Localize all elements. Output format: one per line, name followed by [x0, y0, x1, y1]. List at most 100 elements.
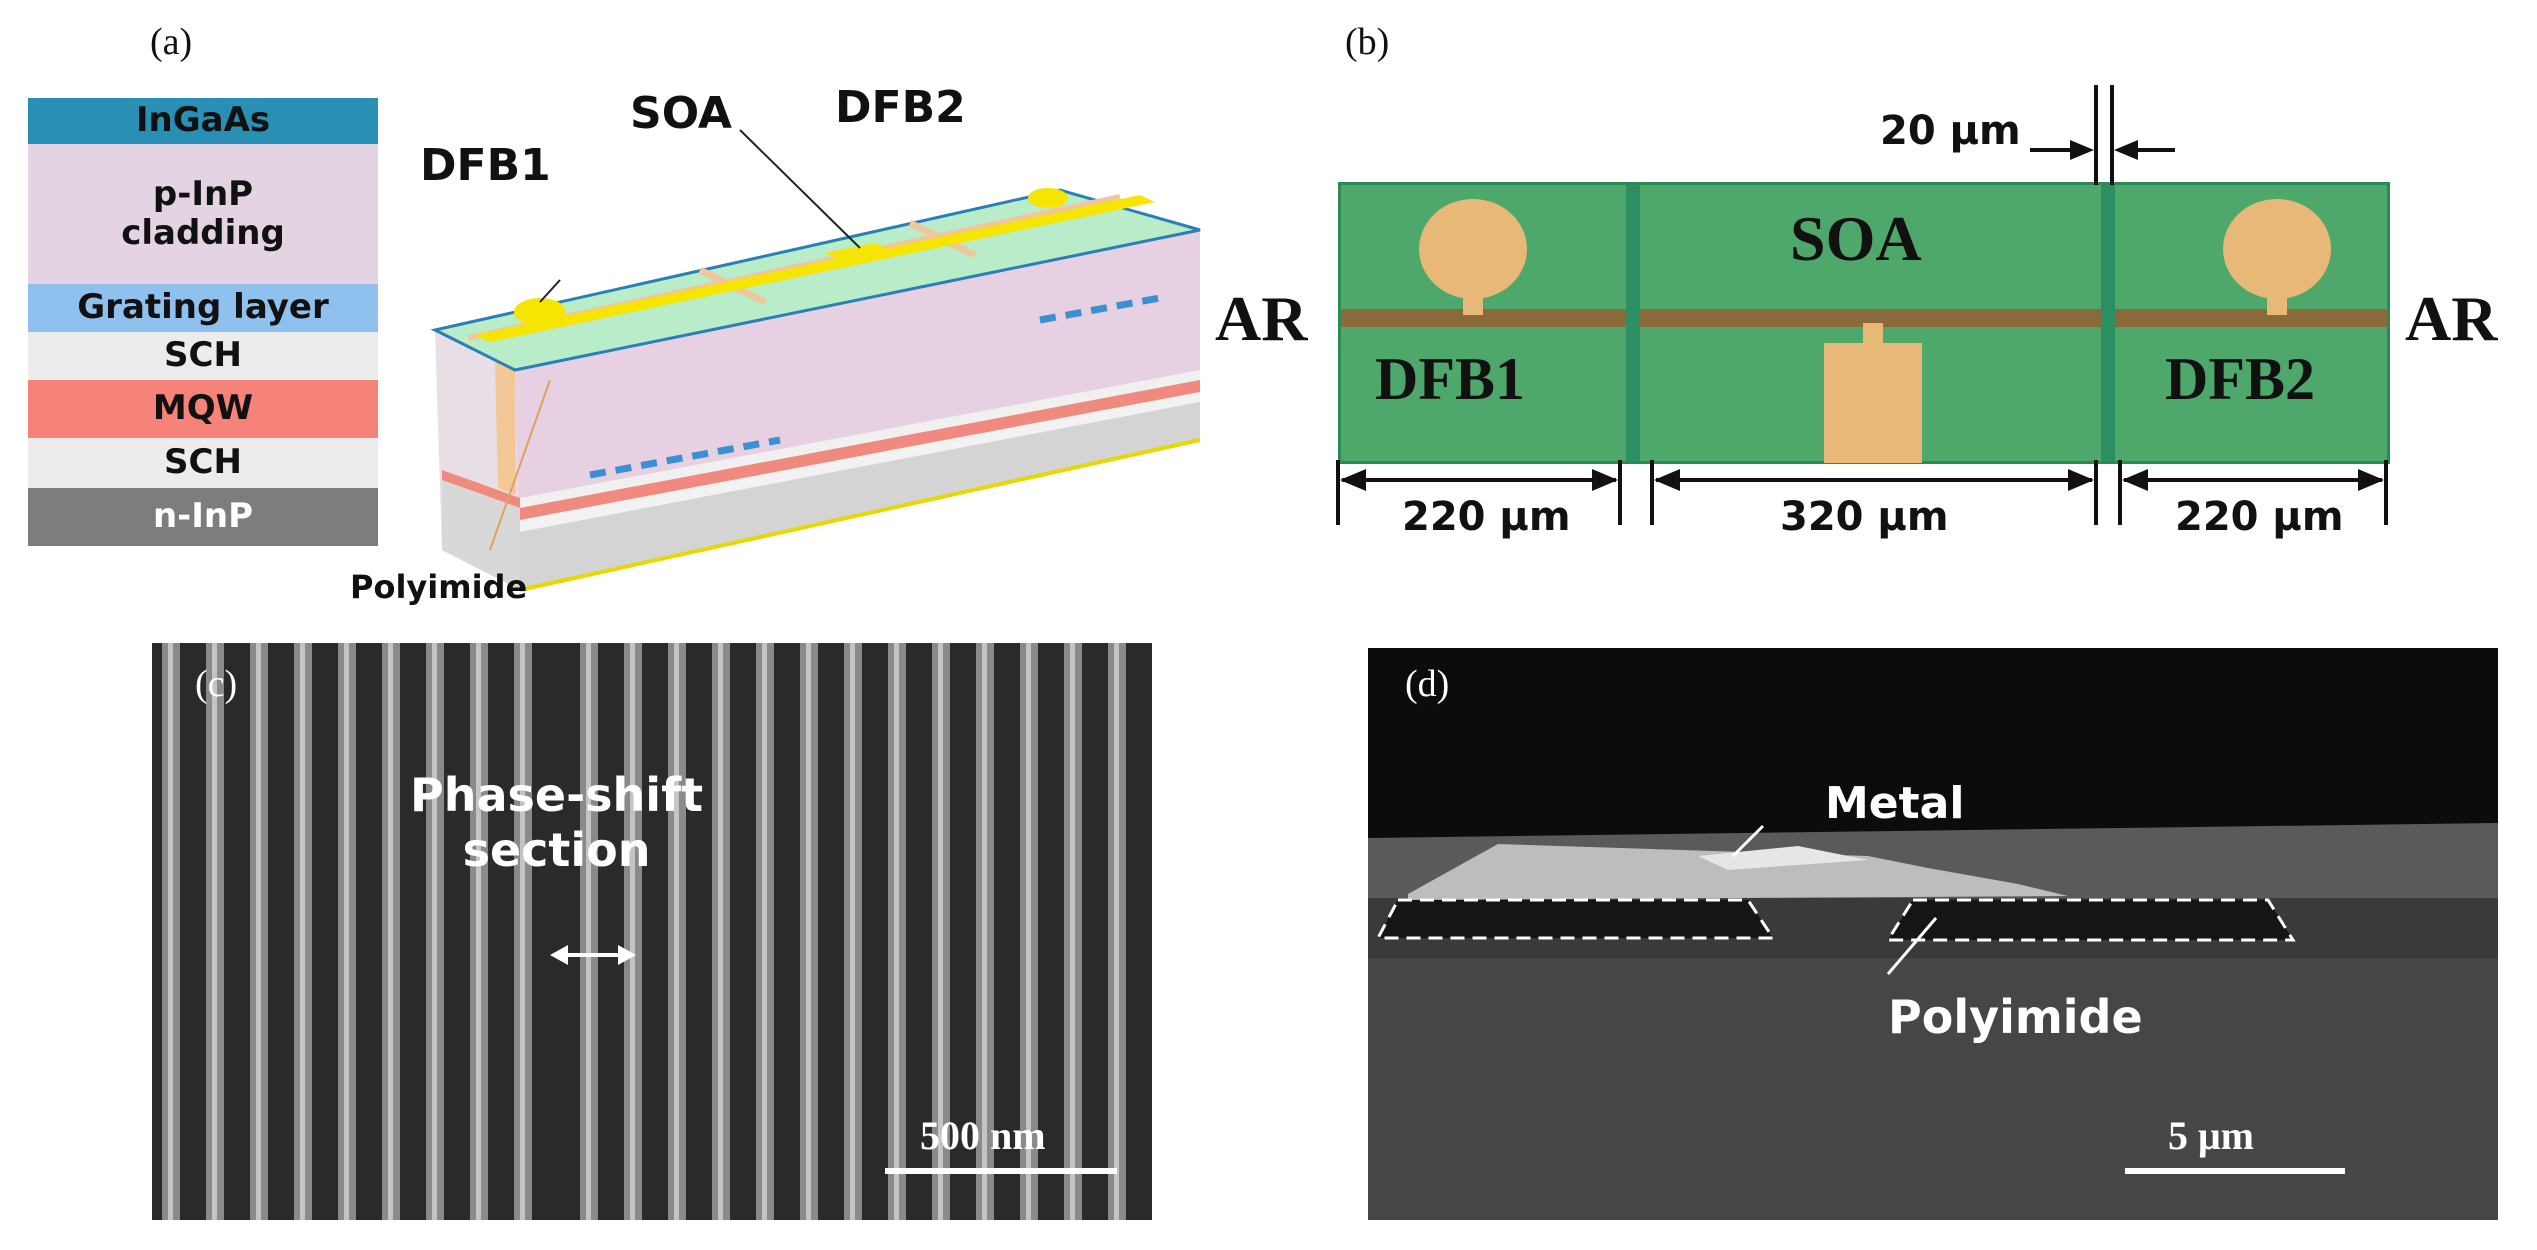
top-surface — [430, 188, 1201, 372]
metal-highlight — [1698, 846, 1868, 870]
grating-line-highlight — [256, 643, 261, 1220]
grating-line-highlight — [806, 643, 811, 1220]
grating-line-highlight — [894, 643, 899, 1220]
soa-pad-neck-photo — [1863, 323, 1883, 345]
isolation-trench-left — [1626, 185, 1640, 461]
grating-line-highlight — [388, 643, 393, 1220]
phase-shift-label: Phase-shift section — [410, 768, 704, 878]
gap-arrow-left — [2070, 140, 2094, 160]
label-dfb2-b: DFB2 — [2165, 346, 2315, 412]
metal-pointer — [1731, 824, 1765, 858]
ar-left: AR — [1215, 283, 1308, 354]
grating-line-highlight — [476, 643, 481, 1220]
dimension-dfb2: 220 μm — [2175, 494, 2344, 540]
label-dfb2: DFB2 — [835, 82, 966, 133]
sch-layer-band — [520, 370, 1200, 508]
sem-image-grating — [152, 643, 1152, 1220]
grating-line-highlight — [300, 643, 305, 1220]
label-dfb1-b: DFB1 — [1375, 346, 1525, 412]
polyimide-left — [1375, 898, 1776, 940]
layer-ingaas: InGaAs — [28, 98, 378, 144]
dfb2-pad-neck-photo — [2267, 285, 2287, 315]
layer-sch-bottom: SCH — [28, 438, 378, 488]
grating-line-highlight — [212, 643, 217, 1220]
grating-lines — [162, 643, 1126, 1220]
phase-shift-arrow-head-r — [618, 945, 636, 965]
scale-bar-d — [2125, 1168, 2345, 1174]
grating-line-highlight — [718, 643, 723, 1220]
grating-line-highlight — [432, 643, 437, 1220]
phase-shift-arrow-head-l — [550, 945, 568, 965]
grating-line-highlight — [168, 643, 173, 1220]
dimension-dfb1: 220 μm — [1402, 494, 1571, 540]
scale-label-c: 500 nm — [920, 1113, 1046, 1158]
layer-mqw: MQW — [28, 380, 378, 438]
dfb1-pad-photo — [1419, 199, 1527, 299]
dimension-soa: 320 μm — [1780, 494, 1949, 540]
soa-leader-line — [739, 129, 861, 249]
cross-section-drawing — [1368, 648, 2498, 1220]
gap-arrow-right — [2114, 140, 2138, 160]
scale-label-d: 5 μm — [2168, 1113, 2254, 1158]
grating-line-highlight — [982, 643, 987, 1220]
dfb2-pad — [1028, 188, 1068, 208]
bottom-contact-line — [519, 438, 1201, 592]
scale-bar-c — [885, 1168, 1117, 1174]
device-3d-schematic — [430, 129, 1201, 592]
grating-line-highlight — [1070, 643, 1075, 1220]
grating-dash-right — [1039, 294, 1161, 324]
front-mqw — [442, 470, 520, 508]
grating-line-highlight — [850, 643, 855, 1220]
dim-arrow-3-head-l — [2122, 469, 2148, 491]
polyimide-pointer — [1886, 917, 1938, 975]
polyimide-block — [495, 360, 516, 495]
dimension-annotations — [1336, 85, 2388, 525]
grating-line-highlight — [674, 643, 679, 1220]
dim-arrow-2-head-r — [2068, 469, 2094, 491]
layer-n-inp: n-InP — [28, 488, 378, 546]
dim-arrow-3-head-r — [2358, 469, 2384, 491]
layer-sch-top: SCH — [28, 332, 378, 380]
grating-line-highlight — [630, 643, 635, 1220]
metal-label: Metal — [1825, 778, 1965, 829]
sem-image-cross-section — [1368, 648, 2498, 1220]
dim-arrow-2-head-l — [1654, 469, 1680, 491]
grating-line-highlight — [344, 643, 349, 1220]
dfb2-pad-photo — [2223, 199, 2331, 299]
metal-ridge — [475, 195, 1155, 342]
dfb1-leader-line — [539, 279, 561, 303]
phase-shift-arrow — [550, 945, 636, 965]
dfb1-pad-neck-photo — [1463, 285, 1483, 315]
substrate-band — [520, 402, 1200, 590]
grating-dash-left — [589, 436, 781, 479]
sch-layer-band-2 — [520, 392, 1200, 532]
dim-arrow-1-head-l — [1340, 469, 1366, 491]
grating-line-highlight — [1026, 643, 1031, 1220]
label-soa-b: SOA — [1790, 203, 1922, 274]
grating-line-highlight — [520, 643, 525, 1220]
panel-b-letter: (b) — [1345, 21, 1390, 63]
waveguide-stripe — [1341, 309, 2387, 327]
polyimide-label-d: Polyimide — [1888, 990, 2143, 1044]
chip-photo — [1338, 182, 2390, 464]
gap-dimension: 20 μm — [1880, 108, 2021, 154]
polyimide-leader-line — [489, 379, 551, 551]
soa-pad — [825, 243, 900, 265]
layer-p-inp-cladding: p-InP cladding — [28, 144, 378, 284]
mqw-layer-band — [520, 380, 1200, 520]
dim-arrow-1-head-r — [1592, 469, 1618, 491]
label-polyimide-a: Polyimide — [350, 568, 528, 606]
grating-line-highlight — [586, 643, 591, 1220]
isolation-trench-right — [2101, 185, 2115, 461]
polyimide-right — [1885, 898, 2296, 942]
grating-line-highlight — [1114, 643, 1119, 1220]
layer-grating: Grating layer — [28, 284, 378, 332]
panel-d-letter: (d) — [1405, 663, 1450, 705]
grating-line-highlight — [938, 643, 943, 1220]
grating-line-highlight — [762, 643, 767, 1220]
ar-right: AR — [2405, 283, 2498, 354]
lower-substrate — [1368, 958, 2498, 1220]
label-soa: SOA — [630, 88, 732, 139]
front-substrate — [442, 480, 520, 590]
panel-a-letter: (a) — [150, 21, 193, 63]
